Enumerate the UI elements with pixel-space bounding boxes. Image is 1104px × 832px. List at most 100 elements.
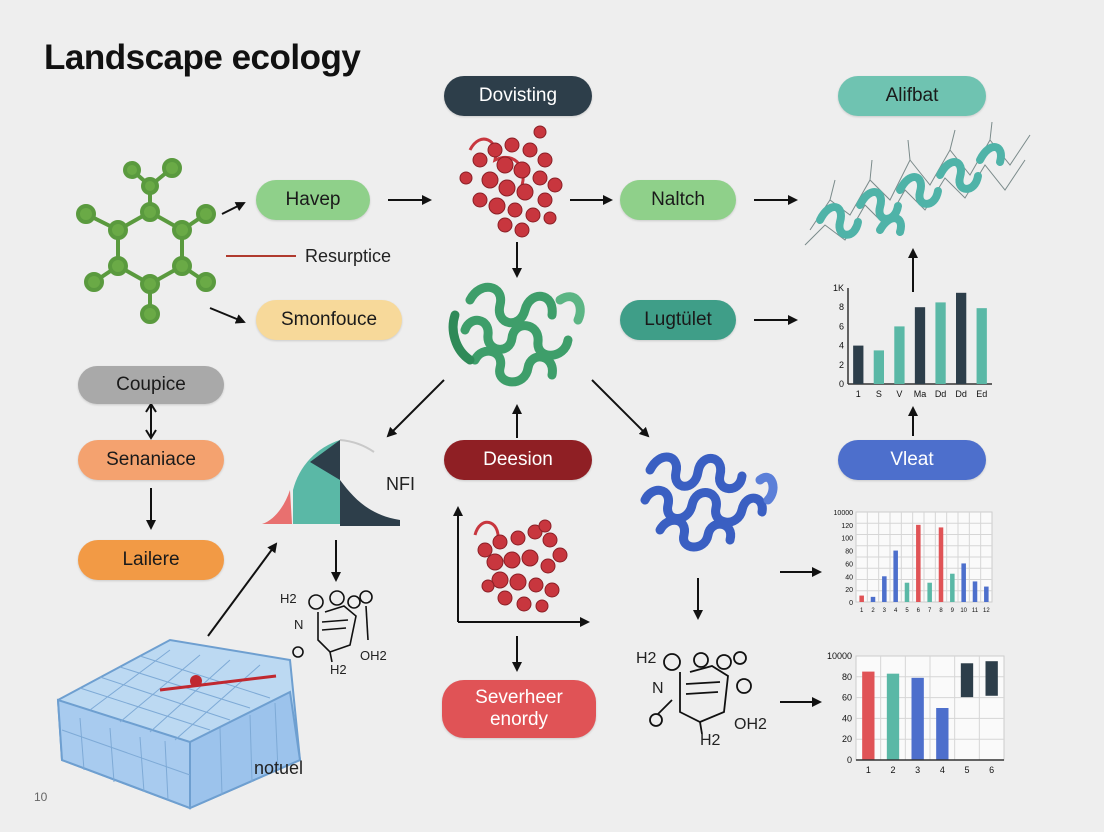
chart3-bar xyxy=(960,663,974,698)
chart2-xtick: 2 xyxy=(871,608,875,614)
chart1-ytick: 1K xyxy=(833,283,844,293)
chem-right-n: N xyxy=(652,680,664,697)
chart2-ytick: 10000 xyxy=(834,510,854,517)
chart3-ytick: 40 xyxy=(842,713,852,723)
chart1-bar xyxy=(853,345,864,384)
chart1-xtick: Dd xyxy=(955,389,967,399)
node-lugtulet: Lugtület xyxy=(620,300,736,340)
chart2-bar xyxy=(859,595,864,602)
chem-right-h2: H2 xyxy=(636,650,657,667)
chart1-xtick: Ed xyxy=(976,389,987,399)
chart2-bar xyxy=(870,596,876,602)
chart3-bar xyxy=(862,671,875,760)
node-vleat: Vleat xyxy=(838,440,986,480)
page-number: 10 xyxy=(34,790,48,804)
chart2-xtick: 7 xyxy=(928,608,932,614)
chart1-bar xyxy=(873,350,884,384)
chart1-ytick: 0 xyxy=(839,379,844,389)
chart2-xtick: 6 xyxy=(917,608,921,614)
node-alifbat-label: Alifbat xyxy=(885,85,939,106)
chart3-ytick: 20 xyxy=(842,734,852,744)
node-alifbat: Alifbat xyxy=(838,76,986,116)
chem-structure-left xyxy=(292,590,373,663)
chart2-ytick: 0 xyxy=(849,600,853,607)
chart3-ytick: 60 xyxy=(842,693,852,703)
node-severheer-line1: Severheer xyxy=(475,687,563,708)
node-smonfouce-label: Smonfouce xyxy=(280,309,378,330)
chart2-bar xyxy=(916,524,921,602)
node-naltch: Naltch xyxy=(620,180,736,220)
chart2-bar xyxy=(972,581,978,602)
chart3-ytick: 80 xyxy=(842,672,852,682)
chart2-xtick: 4 xyxy=(894,608,898,614)
chart2-bar xyxy=(938,527,944,602)
chem-left-n: N xyxy=(294,617,304,632)
chart1-xtick: Dd xyxy=(935,389,947,399)
chart2-xtick: 3 xyxy=(883,608,887,614)
chart1-xtick: Ma xyxy=(914,389,927,399)
nfi-pie-icon xyxy=(262,439,400,526)
chart2-bar xyxy=(961,563,966,602)
chem-left-h2: H2 xyxy=(280,591,297,606)
chart3-xtick: 5 xyxy=(964,765,969,775)
chart2-ytick: 60 xyxy=(845,561,853,568)
chart2-xtick: 12 xyxy=(983,608,990,614)
chart3-xtick: 2 xyxy=(890,765,895,775)
mini-plot-axes xyxy=(453,506,590,627)
chart2-bar xyxy=(927,582,932,602)
chart3-bar xyxy=(886,673,900,760)
node-severheer: Severheer enordy xyxy=(442,680,596,738)
red-protein-top-icon xyxy=(459,125,563,238)
chart2-ytick: 20 xyxy=(845,587,853,594)
chart1-ytick: 4 xyxy=(839,341,844,351)
green-molecule-icon xyxy=(76,158,216,324)
chem-right-oh2: OH2 xyxy=(734,716,767,733)
chart1-bar xyxy=(894,326,905,384)
node-lailere: Lailere xyxy=(78,540,224,580)
node-senaniace-label: Senaniace xyxy=(106,449,196,470)
blue-protein-icon xyxy=(640,452,778,552)
node-naltch-label: Naltch xyxy=(651,189,705,210)
chart2-xtick: 11 xyxy=(972,608,979,614)
chart2-xtick: 5 xyxy=(905,608,909,614)
node-severheer-line2: enordy xyxy=(489,709,549,730)
node-lugtulet-label: Lugtület xyxy=(644,309,712,330)
chart1-bar xyxy=(935,302,946,384)
nfi-label: NFI xyxy=(386,474,415,494)
node-deesion-label: Deesion xyxy=(483,449,553,470)
chem-structure-right xyxy=(649,651,752,735)
chart3-ytick: 10000 xyxy=(827,651,852,661)
node-coupice-label: Coupice xyxy=(116,374,186,395)
chart3-bar xyxy=(985,661,998,696)
chart3-bar xyxy=(936,708,949,760)
node-smonfouce: Smonfouce xyxy=(256,300,402,340)
resurptice-label: Resurptice xyxy=(305,246,392,266)
node-vleat-label: Vleat xyxy=(890,449,934,470)
node-senaniace: Senaniace xyxy=(78,440,224,480)
chart2-bar xyxy=(984,586,989,602)
chart2-ytick: 120 xyxy=(841,523,853,530)
chart3-xtick: 6 xyxy=(989,765,994,775)
node-devisting: Dovisting xyxy=(444,76,592,116)
node-devisting-label: Dovisting xyxy=(478,85,558,106)
chart1-ytick: 8 xyxy=(839,302,844,312)
chart2-xtick: 8 xyxy=(939,608,943,614)
notuel-label: notuel xyxy=(254,758,304,778)
green-protein-icon xyxy=(448,282,585,387)
chart2-xtick: 10 xyxy=(960,608,967,614)
node-deesion: Deesion xyxy=(444,440,592,480)
red-protein-lower-icon xyxy=(473,519,568,613)
chart3-ytick: 0 xyxy=(847,755,852,765)
chart2-bar xyxy=(950,573,955,602)
chart3-xtick: 1 xyxy=(866,765,871,775)
chart2-xtick: 9 xyxy=(951,608,955,614)
chart1-xtick: S xyxy=(876,389,882,399)
chart1-ytick: 2 xyxy=(839,360,844,370)
chem-right-h2b: H2 xyxy=(700,732,721,749)
node-havep-label: Havep xyxy=(285,189,341,210)
